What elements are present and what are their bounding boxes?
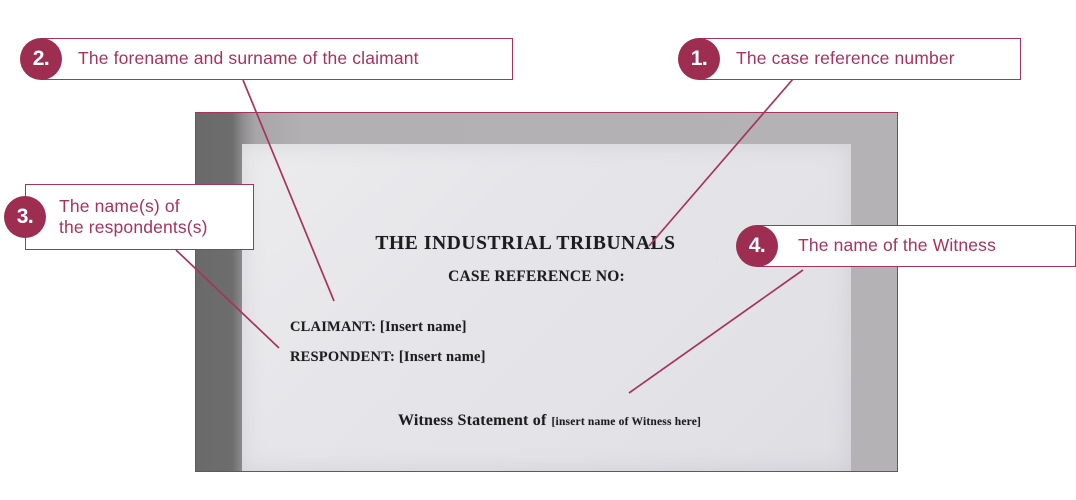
- callout-box-2[interactable]: The forename and surname of the claimant: [41, 38, 513, 80]
- callout-label-2: The forename and surname of the claimant: [78, 48, 419, 69]
- respondent-line: RESPONDENT: [Insert name]: [290, 349, 486, 365]
- callout-box-3[interactable]: The name(s) of the respondents(s): [25, 184, 254, 250]
- callout-box-4[interactable]: The name of the Witness: [757, 225, 1076, 267]
- callout-badge-2: 2.: [20, 38, 62, 80]
- scanned-document-image: THE INDUSTRIAL TRIBUNALS CASE REFERENCE …: [195, 112, 898, 472]
- callout-1[interactable]: 1. The case reference number: [678, 38, 1021, 80]
- case-reference-label: CASE REFERENCE NO:: [448, 268, 625, 285]
- callout-4[interactable]: 4. The name of the Witness: [736, 225, 1076, 267]
- callout-label-4: The name of the Witness: [798, 235, 996, 256]
- witness-statement-label: Witness Statement of: [397, 412, 547, 429]
- callout-badge-3: 3.: [4, 196, 46, 238]
- callout-3[interactable]: 3. The name(s) of the respondents(s): [4, 184, 254, 250]
- callout-badge-1: 1.: [678, 38, 720, 80]
- callout-box-1[interactable]: The case reference number: [699, 38, 1021, 80]
- witness-name-placeholder: [insert name of Witness here]: [551, 416, 702, 428]
- callout-badge-4: 4.: [736, 225, 778, 267]
- document-page: THE INDUSTRIAL TRIBUNALS CASE REFERENCE …: [242, 144, 851, 471]
- witness-statement-line: Witness Statement of [insert name of Witn…: [242, 412, 851, 430]
- claimant-line: CLAIMANT: [Insert name]: [290, 319, 467, 335]
- document-title: THE INDUSTRIAL TRIBUNALS: [375, 233, 676, 254]
- callout-2[interactable]: 2. The forename and surname of the claim…: [20, 38, 513, 80]
- callout-label-3: The name(s) of the respondents(s): [59, 195, 208, 237]
- callout-label-1: The case reference number: [736, 48, 955, 69]
